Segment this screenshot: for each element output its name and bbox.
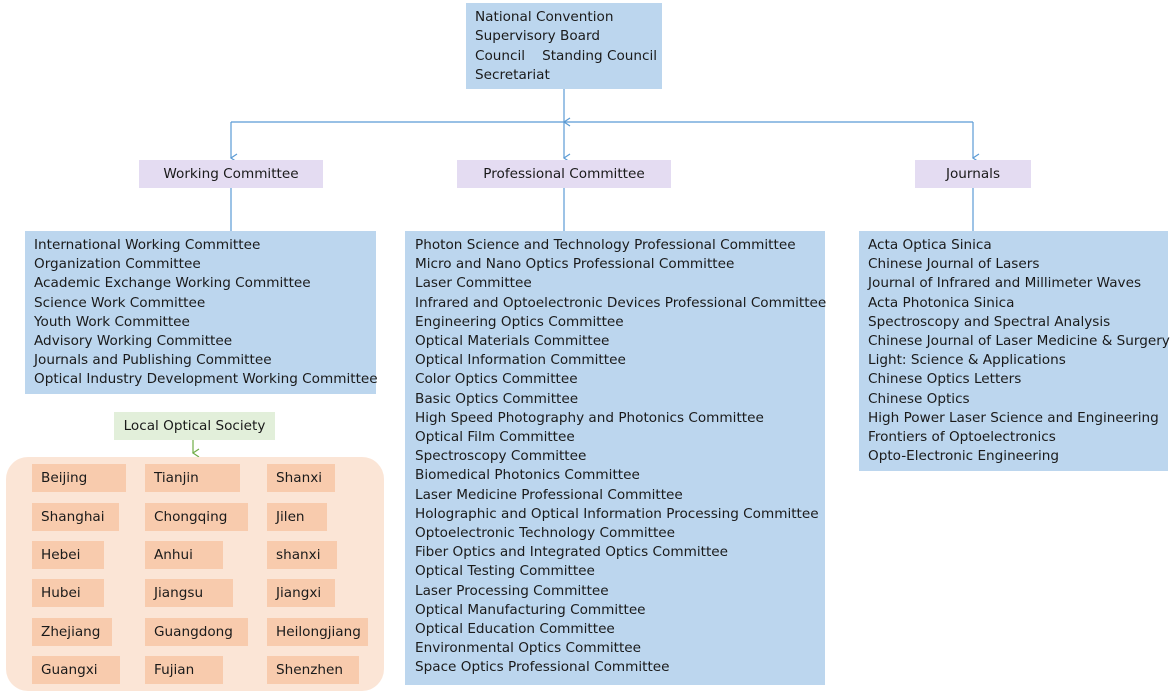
city-chip: Beijing <box>32 464 126 492</box>
professional-committee-item: Fiber Optics and Integrated Optics Commi… <box>415 544 728 561</box>
professional-committee-item: Space Optics Professional Committee <box>415 659 670 676</box>
city-chip: Shanghai <box>32 503 119 531</box>
city-chip: Tianjin <box>145 464 240 492</box>
journal-item: Chinese Optics <box>868 390 970 407</box>
governance-council: Council <box>475 47 526 64</box>
professional-committee-item: Optical Materials Committee <box>415 333 610 350</box>
city-chip: Chongqing <box>145 503 248 531</box>
city-chip: Shanxi <box>267 464 335 492</box>
professional-committee-item: Laser Processing Committee <box>415 582 609 599</box>
working-committee-header: Working Committee <box>139 160 323 188</box>
city-chip: shanxi <box>267 541 337 569</box>
journals-header: Journals <box>915 160 1031 188</box>
city-chip: Hubei <box>32 579 104 607</box>
local-optical-society-header: Local Optical Society <box>114 412 275 440</box>
working-committee-item: Organization Committee <box>34 256 201 273</box>
professional-committee-item: Color Optics Committee <box>415 371 578 388</box>
city-chip: Heilongjiang <box>267 618 368 646</box>
journal-item: Light: Science & Applications <box>868 352 1066 369</box>
journal-item: Chinese Optics Letters <box>868 371 1022 388</box>
professional-committee-item: Optical Testing Committee <box>415 563 595 580</box>
city-chip: Jiangsu <box>145 579 233 607</box>
city-chip: Fujian <box>145 656 223 684</box>
journal-item: High Power Laser Science and Engineering <box>868 409 1159 426</box>
journal-item: Acta Optica Sinica <box>868 237 992 253</box>
professional-committee-item: Optical Education Committee <box>415 621 615 638</box>
working-committee-item: Youth Work Committee <box>34 313 190 330</box>
governance-supervisory-board: Supervisory Board <box>475 28 600 45</box>
journal-item: Journal of Infrared and Millimeter Waves <box>868 275 1142 292</box>
professional-committee-item: Optical Information Committee <box>415 352 626 369</box>
city-chip: Anhui <box>145 541 223 569</box>
working-committee-item: Journals and Publishing Committee <box>34 352 272 369</box>
professional-committee-item: Optoelectronic Technology Committee <box>415 525 675 542</box>
professional-committee-list: Photon Science and Technology Profession… <box>405 231 827 685</box>
governance-council-row: Council Standing Council <box>475 47 662 66</box>
professional-committee-item: Laser Medicine Professional Committee <box>415 486 683 503</box>
city-chip: Shenzhen <box>267 656 359 684</box>
journal-item: Chinese Journal of Laser Medicine & Surg… <box>868 333 1170 350</box>
journal-item: Opto-Electronic Engineering <box>868 448 1060 465</box>
working-committee-item: International Working Committee <box>34 237 261 253</box>
professional-committee-item: Environmental Optics Committee <box>415 640 641 657</box>
city-chip: Jiangxi <box>267 579 335 607</box>
working-committee-item: Academic Exchange Working Committee <box>34 275 311 292</box>
professional-committee-item: High Speed Photography and Photonics Com… <box>415 409 764 426</box>
professional-committee-item: Infrared and Optoelectronic Devices Prof… <box>415 294 827 311</box>
professional-committee-item: Basic Optics Committee <box>415 390 579 407</box>
professional-committee-item: Photon Science and Technology Profession… <box>415 237 796 253</box>
city-chip: Jilen <box>267 503 327 531</box>
city-chip: Zhejiang <box>32 618 112 646</box>
working-committee-item: Optical Industry Development Working Com… <box>34 371 378 388</box>
working-committee-item: Science Work Committee <box>34 294 206 311</box>
journal-item: Chinese Journal of Lasers <box>868 256 1040 273</box>
professional-committee-item: Optical Film Committee <box>415 429 575 446</box>
professional-committee-item: Holographic and Optical Information Proc… <box>415 505 819 522</box>
professional-committee-item: Laser Committee <box>415 275 532 292</box>
professional-committee-item: Spectroscopy Committee <box>415 448 587 465</box>
governance-standing-council: Standing Council <box>542 47 658 64</box>
journal-item: Acta Photonica Sinica <box>868 294 1015 311</box>
professional-committee-item: Engineering Optics Committee <box>415 313 624 330</box>
working-committee-item: Advisory Working Committee <box>34 333 233 350</box>
professional-committee-header: Professional Committee <box>457 160 671 188</box>
governance-national-convention: National Convention <box>475 9 614 25</box>
journal-item: Frontiers of Optoelectronics <box>868 429 1056 446</box>
professional-committee-item: Micro and Nano Optics Professional Commi… <box>415 256 735 273</box>
professional-committee-item: Biomedical Photonics Committee <box>415 467 640 484</box>
governance-secretariat: Secretariat <box>475 66 550 83</box>
city-chip: Guangxi <box>32 656 120 684</box>
governance-box: National Convention Supervisory Board Co… <box>466 3 662 89</box>
city-chip: Guangdong <box>145 618 248 646</box>
professional-committee-item: Optical Manufacturing Committee <box>415 601 646 618</box>
city-chip: Hebei <box>32 541 104 569</box>
journal-item: Spectroscopy and Spectral Analysis <box>868 313 1111 330</box>
